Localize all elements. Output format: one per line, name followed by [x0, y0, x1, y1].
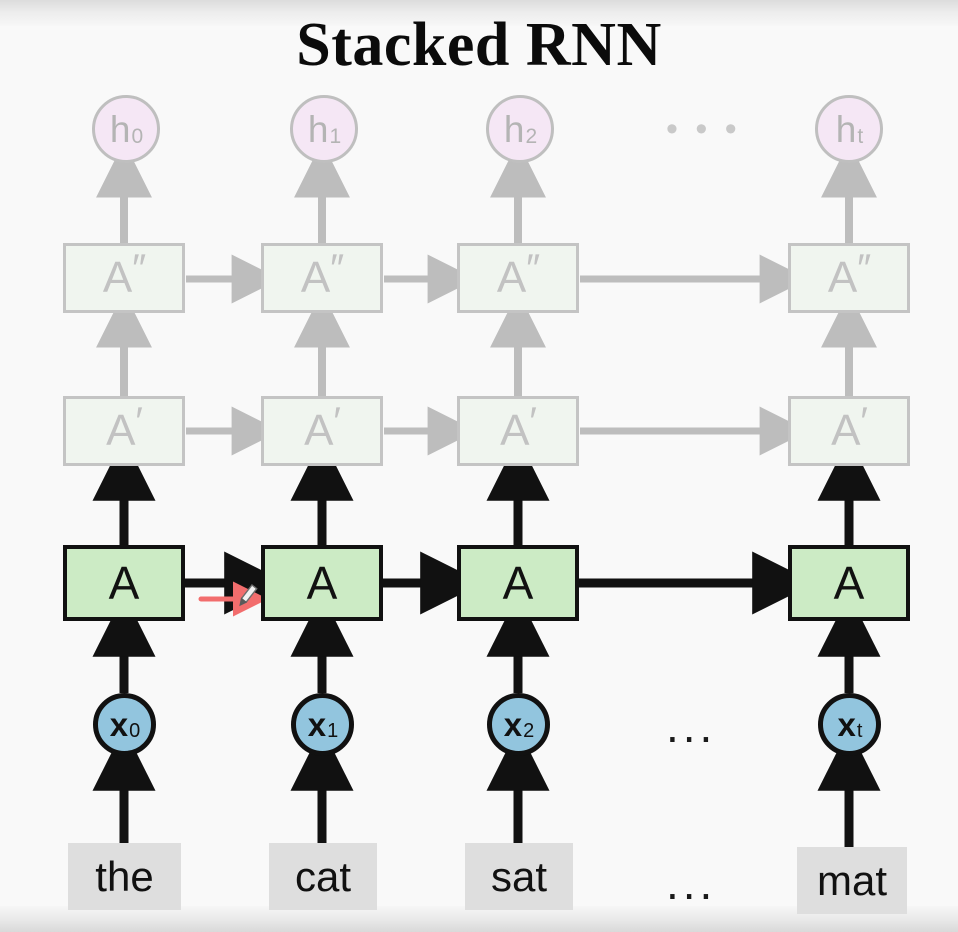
- rnn-cell-layer3-t1: A′′: [261, 243, 383, 313]
- cell-label: A: [831, 406, 861, 455]
- token-sat: sat: [465, 843, 573, 910]
- rnn-cell-layer2-t0: A′: [63, 396, 185, 466]
- cell-label: A: [833, 557, 865, 609]
- cell-prime: ′: [529, 400, 536, 444]
- cell-prime: ′: [135, 400, 142, 444]
- cell-prime: ′′: [526, 247, 540, 291]
- input-sub: 1: [327, 719, 339, 742]
- input-base: x: [109, 706, 129, 743]
- token-mat: mat: [797, 847, 907, 914]
- input-sub: t: [856, 719, 863, 742]
- cell-label: A: [306, 557, 338, 609]
- token-cat: cat: [269, 843, 377, 910]
- token-the: the: [68, 843, 181, 910]
- rnn-cell-layer1-t2: A: [457, 545, 579, 621]
- cell-prime: ′: [860, 400, 867, 444]
- cell-prime: ′′: [132, 247, 146, 291]
- top-gradient-band: [0, 0, 958, 26]
- cell-label: A: [300, 253, 331, 302]
- cell-label: A: [108, 557, 140, 609]
- cell-label: A: [304, 406, 334, 455]
- input-base: x: [503, 706, 523, 743]
- hidden-state-sub: 0: [131, 124, 144, 148]
- rnn-cell-layer1-t0: A: [63, 545, 185, 621]
- cell-prime: ′′: [330, 247, 344, 291]
- input-base: x: [837, 706, 856, 743]
- rnn-cell-layer1-t1: A: [261, 545, 383, 621]
- token-label: mat: [816, 856, 887, 904]
- hidden-state-sub: t: [857, 124, 864, 148]
- rnn-cell-layer2-tt: A′: [788, 396, 910, 466]
- hidden-state-base: h: [307, 108, 329, 150]
- input-sub: 0: [129, 719, 141, 742]
- hidden-state-base: h: [503, 108, 525, 150]
- rnn-cell-layer3-t0: A′′: [63, 243, 185, 313]
- input-sub: 2: [523, 719, 535, 742]
- hidden-state-row-ellipsis: • • •: [666, 110, 741, 148]
- hidden-state-base: h: [109, 108, 131, 150]
- hidden-state-base: h: [835, 108, 857, 150]
- token-label: cat: [294, 852, 352, 900]
- input-base: x: [307, 706, 327, 743]
- cell-label: A: [106, 406, 136, 455]
- rnn-cell-layer1-tt: A: [788, 545, 910, 621]
- rnn-cell-layer2-t2: A′: [457, 396, 579, 466]
- page-title: Stacked RNN: [296, 11, 662, 79]
- cell-prime: ′′: [857, 247, 871, 291]
- cell-label: A: [496, 253, 527, 302]
- input-row-ellipsis: ...: [666, 700, 717, 752]
- cell-label: A: [502, 557, 534, 609]
- hidden-state-sub: 1: [329, 124, 342, 148]
- token-row-ellipsis: ...: [666, 857, 717, 909]
- hidden-state-sub: 2: [525, 124, 538, 148]
- rnn-cell-layer2-t1: A′: [261, 396, 383, 466]
- token-label: the: [95, 852, 154, 900]
- cell-label: A: [500, 406, 530, 455]
- cell-label: A: [827, 253, 858, 302]
- cell-prime: ′: [333, 400, 340, 444]
- token-label: sat: [490, 852, 548, 900]
- rnn-cell-layer3-tt: A′′: [788, 243, 910, 313]
- pen-cursor: [239, 584, 258, 607]
- cell-label: A: [102, 253, 133, 302]
- rnn-cell-layer3-t2: A′′: [457, 243, 579, 313]
